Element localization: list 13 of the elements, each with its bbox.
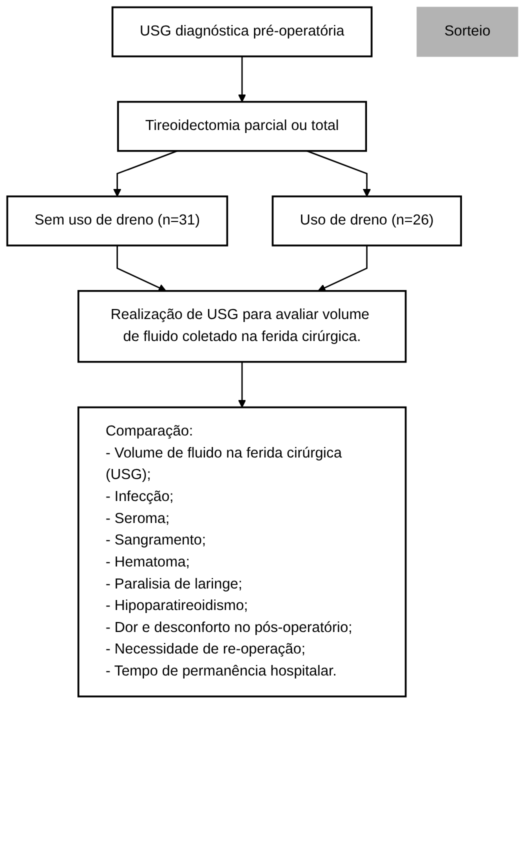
arrow [318, 245, 368, 292]
node-box: Uso de dreno (n=26) [272, 195, 462, 246]
arrow [113, 150, 178, 197]
node-box: Comparação: - Volume de fluido na ferida cirúrgica (USG); - Infecção; - Seroma; - Sangramento; - Hematoma; - Paralisia de laringe; - Hipoparatireoidismo; - Dor e desconforto no pós-operatório; - Necessidade de re-operação; - Tempo de permanência hospitalar. [77, 406, 407, 698]
arrow [116, 245, 166, 292]
arrow [306, 150, 371, 197]
node-box: USG diagnóstica pré-operatória [112, 6, 373, 58]
node-box: Tireoidectomia parcial ou total [117, 100, 367, 152]
node-box: Sem uso de dreno (n=31) [6, 195, 228, 246]
arrow [238, 362, 246, 408]
node-box: Sorteio [416, 6, 518, 57]
node-box: Realização de USG para avaliar volume de fluido coletado na ferida cirúrgica. [77, 290, 407, 363]
arrow [238, 56, 246, 102]
